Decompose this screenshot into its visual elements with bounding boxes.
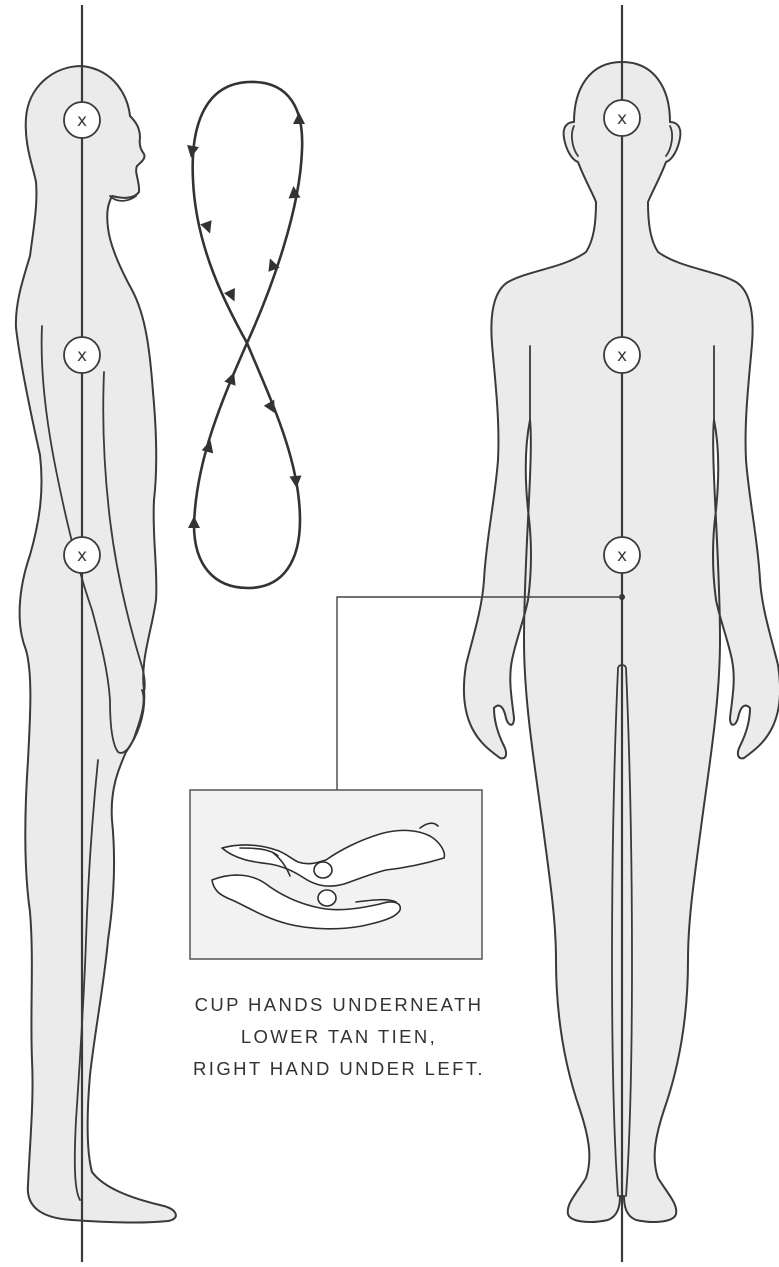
- side-view-body-outline: [16, 66, 176, 1223]
- caption-line-3: RIGHT HAND UNDER LEFT.: [193, 1058, 485, 1079]
- cupped-hands-inset: [190, 790, 482, 959]
- front-view-marker-lower: x: [604, 537, 640, 573]
- instruction-caption: CUP HANDS UNDERNEATH LOWER TAN TIEN, RIG…: [193, 994, 485, 1079]
- flow-arrow-7: [224, 370, 239, 385]
- figure-eight-loop: [193, 82, 303, 588]
- flow-arrow-9: [188, 516, 200, 528]
- side-view-figure: [16, 66, 176, 1223]
- upper-thumb-nail: [314, 862, 332, 878]
- side-view-marker-middle: x: [64, 337, 100, 373]
- side-view-marker-crown: x: [64, 102, 100, 138]
- side-view-marker-lower: x: [64, 537, 100, 573]
- crown-marker-symbol: x: [77, 111, 87, 131]
- front-lower-marker-symbol: x: [617, 546, 627, 566]
- flow-arrow-5: [200, 220, 215, 235]
- flow-arrow-10: [264, 400, 280, 416]
- caption-line-2: LOWER TAN TIEN,: [241, 1026, 437, 1047]
- lower-thumb-nail: [318, 890, 336, 906]
- front-middle-marker-symbol: x: [617, 346, 627, 366]
- flow-arrow-11: [289, 475, 302, 488]
- middle-marker-symbol: x: [77, 346, 87, 366]
- front-crown-marker-symbol: x: [617, 109, 627, 129]
- figure-eight-flow-path: [185, 82, 305, 588]
- front-view-marker-crown: x: [604, 100, 640, 136]
- caption-line-1: CUP HANDS UNDERNEATH: [195, 994, 484, 1015]
- flow-arrow-1: [293, 112, 305, 124]
- lower-marker-symbol: x: [77, 546, 87, 566]
- front-view-marker-middle: x: [604, 337, 640, 373]
